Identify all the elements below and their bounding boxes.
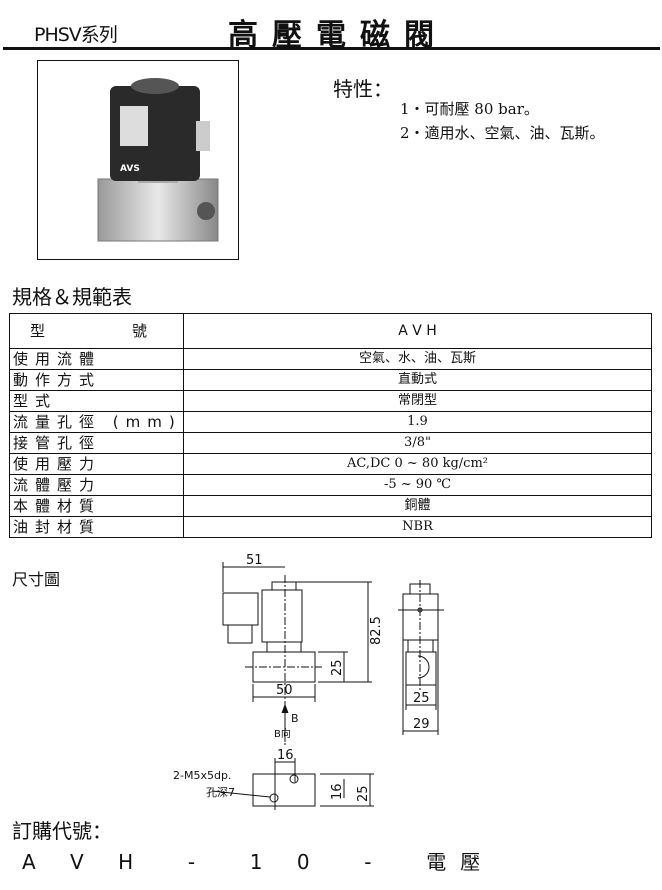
series-label: PHSV系列 (34, 24, 118, 46)
view-b-direction: B向 (274, 727, 291, 740)
row-label: 使用壓力 (9, 453, 184, 475)
table-row: 型式常閉型 (9, 390, 652, 412)
table-row: 本體材質銅體 (9, 495, 652, 517)
order-code-title: 訂購代號： (12, 819, 112, 843)
view-b-label: B (291, 712, 299, 725)
feature-item: 1・可耐壓 80 bar。 (400, 100, 539, 118)
row-value: NBR (183, 516, 652, 538)
hole-spec: 2-M5x5dp. (173, 769, 231, 782)
dim-51: 51 (246, 553, 263, 568)
header-value: A V H (183, 313, 652, 349)
spec-title: 規格＆規範表 (12, 285, 132, 309)
dim-25-width: 25 (413, 691, 430, 706)
feature-item: 2・適用水、空氣、油、瓦斯。 (400, 124, 605, 142)
dim-29: 29 (413, 717, 430, 732)
dim-25-height: 25 (330, 659, 345, 676)
row-value: -5 ~ 90 ℃ (183, 474, 652, 496)
svg-text:AVS: AVS (120, 164, 140, 174)
hole-depth: 孔深7 (206, 786, 235, 799)
product-photo: AVS (37, 60, 239, 260)
dimensions-title: 尺寸圖 (12, 570, 61, 589)
row-label: 本體材質 (9, 495, 184, 517)
dim-50: 50 (276, 683, 293, 698)
header-divider (3, 47, 660, 50)
side-view (398, 580, 444, 735)
table-row: 使用流體空氣、水、油、瓦斯 (9, 348, 652, 370)
solenoid-valve-image: AVS (97, 78, 219, 242)
row-label: 油封材質 (9, 516, 184, 538)
dim-25-bottom: 25 (356, 785, 371, 802)
order-code: A V H - 1 0 - 電壓 (22, 850, 495, 874)
dim-16-vertical: 16 (330, 783, 345, 800)
front-view (222, 562, 372, 745)
features-title: 特性： (333, 77, 393, 101)
dim-82-5: 82.5 (369, 616, 384, 645)
table-row: 流體壓力-5 ~ 90 ℃ (9, 474, 652, 496)
bottom-view (211, 758, 374, 810)
table-row: 動作方式直動式 (9, 369, 652, 391)
row-label: 使用流體 (9, 348, 184, 370)
spec-table: 型 號 A V H 使用流體空氣、水、油、瓦斯 動作方式直動式 型式常閉型 流量… (9, 313, 652, 538)
table-header-row: 型 號 A V H (9, 313, 652, 349)
dim-16-horizontal: 16 (277, 748, 294, 763)
